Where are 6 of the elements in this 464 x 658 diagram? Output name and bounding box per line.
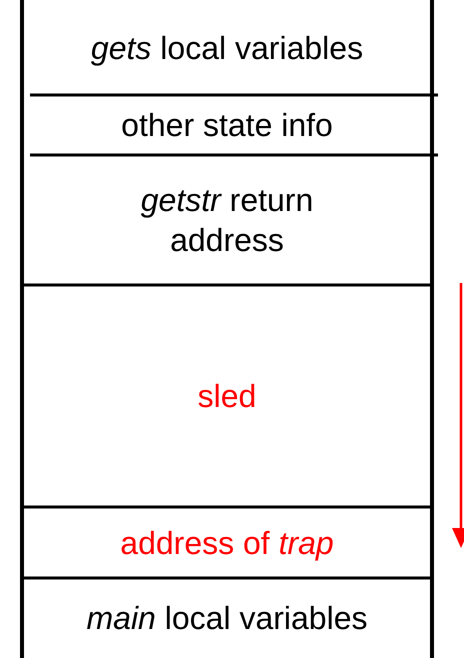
stack-slot-text: other state info <box>121 106 333 145</box>
stack-slot-text: gets local variables <box>90 28 364 68</box>
stack-slot-text: sled <box>198 377 256 416</box>
stack-slot-text: getstr return address <box>140 181 314 260</box>
stack-slot-text: main local variables <box>86 599 368 638</box>
stack-slot-text: address of trap <box>120 524 334 562</box>
